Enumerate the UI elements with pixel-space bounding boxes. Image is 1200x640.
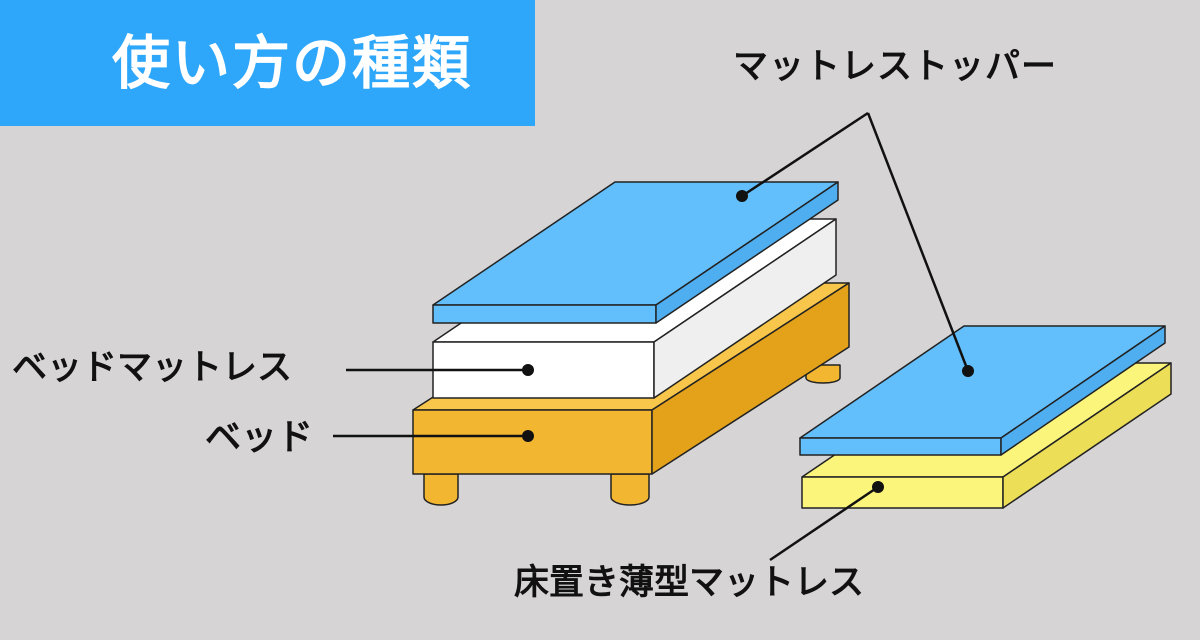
leader-lines — [333, 111, 970, 562]
label-mattress-topper: マットレストッパー — [733, 47, 1058, 87]
label-bed-mattress: ベッドマットレス — [12, 348, 293, 388]
label-floor-mattress: 床置き薄型マットレス — [514, 563, 865, 603]
leader-topper-floor — [866, 112, 970, 372]
leader-dots — [522, 190, 974, 493]
title-banner: 使い方の種類 — [0, 0, 535, 126]
page-title: 使い方の種類 — [112, 29, 473, 97]
topper-on-bed — [432, 181, 839, 324]
topper-on-floor — [799, 325, 1166, 456]
bed-legs — [423, 364, 841, 506]
leader-floor-mattress — [769, 485, 879, 562]
leader-topper-bed — [741, 111, 869, 198]
label-bed: ベッド — [205, 417, 314, 458]
